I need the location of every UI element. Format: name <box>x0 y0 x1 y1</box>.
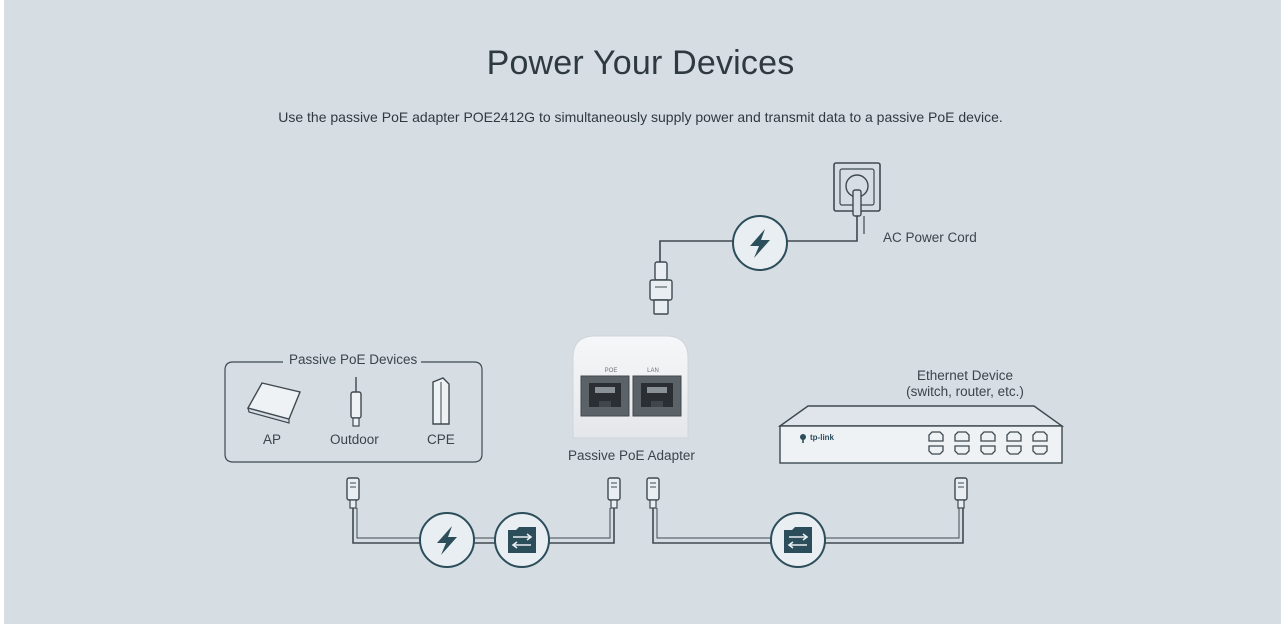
page-title: Power Your Devices <box>486 44 795 82</box>
switch-port <box>1032 431 1048 442</box>
access-point-icon <box>246 382 301 424</box>
page-subtitle: Use the passive PoE adapter POE2412G to … <box>278 109 1003 125</box>
switch-port <box>1006 445 1022 455</box>
wall-outlet-icon <box>833 162 881 217</box>
switch-port <box>954 431 970 442</box>
data-transfer-icon <box>494 512 550 568</box>
ac-power-cord-label: AC Power Cord <box>883 230 977 245</box>
power-bolt-icon <box>419 512 475 568</box>
data-transfer-icon <box>770 512 826 568</box>
switch-port <box>980 431 996 442</box>
cpe-device-icon <box>432 377 450 425</box>
adapter-port-lan-label: LAN <box>647 368 659 374</box>
adapter-port-poe-label: POE <box>605 368 618 374</box>
switch-brand-label: tp-link <box>810 433 835 442</box>
power-bolt-icon <box>732 215 788 271</box>
switch-port <box>954 445 970 455</box>
switch-port <box>980 445 996 455</box>
cpe-label: CPE <box>427 432 455 447</box>
switch-port <box>928 431 944 442</box>
diagram-canvas <box>4 0 1281 624</box>
ethernet-device-label: Ethernet Device <box>916 368 1014 383</box>
rj45-plug-icon <box>954 477 968 509</box>
switch-port <box>928 445 944 455</box>
passive-poe-devices-label: Passive PoE Devices <box>289 352 418 367</box>
passive-poe-adapter-image <box>572 335 689 439</box>
switch-port <box>1032 445 1048 455</box>
outdoor-label: Outdoor <box>330 432 379 447</box>
ap-label: AP <box>263 432 282 447</box>
passive-poe-devices-group <box>224 361 483 463</box>
switch-port <box>1006 431 1022 442</box>
rj45-plug-icon <box>607 477 621 509</box>
outdoor-device-icon <box>350 377 362 427</box>
switch-port-grid <box>928 431 1048 455</box>
rj45-plug-icon <box>646 477 660 509</box>
ethernet-device-sublabel: (switch, router, etc.) <box>906 384 1024 399</box>
iec-power-plug-icon <box>649 261 673 315</box>
poe-cable-left <box>352 508 615 544</box>
passive-poe-adapter-label: Passive PoE Adapter <box>568 448 695 463</box>
rj45-plug-icon <box>346 477 360 509</box>
